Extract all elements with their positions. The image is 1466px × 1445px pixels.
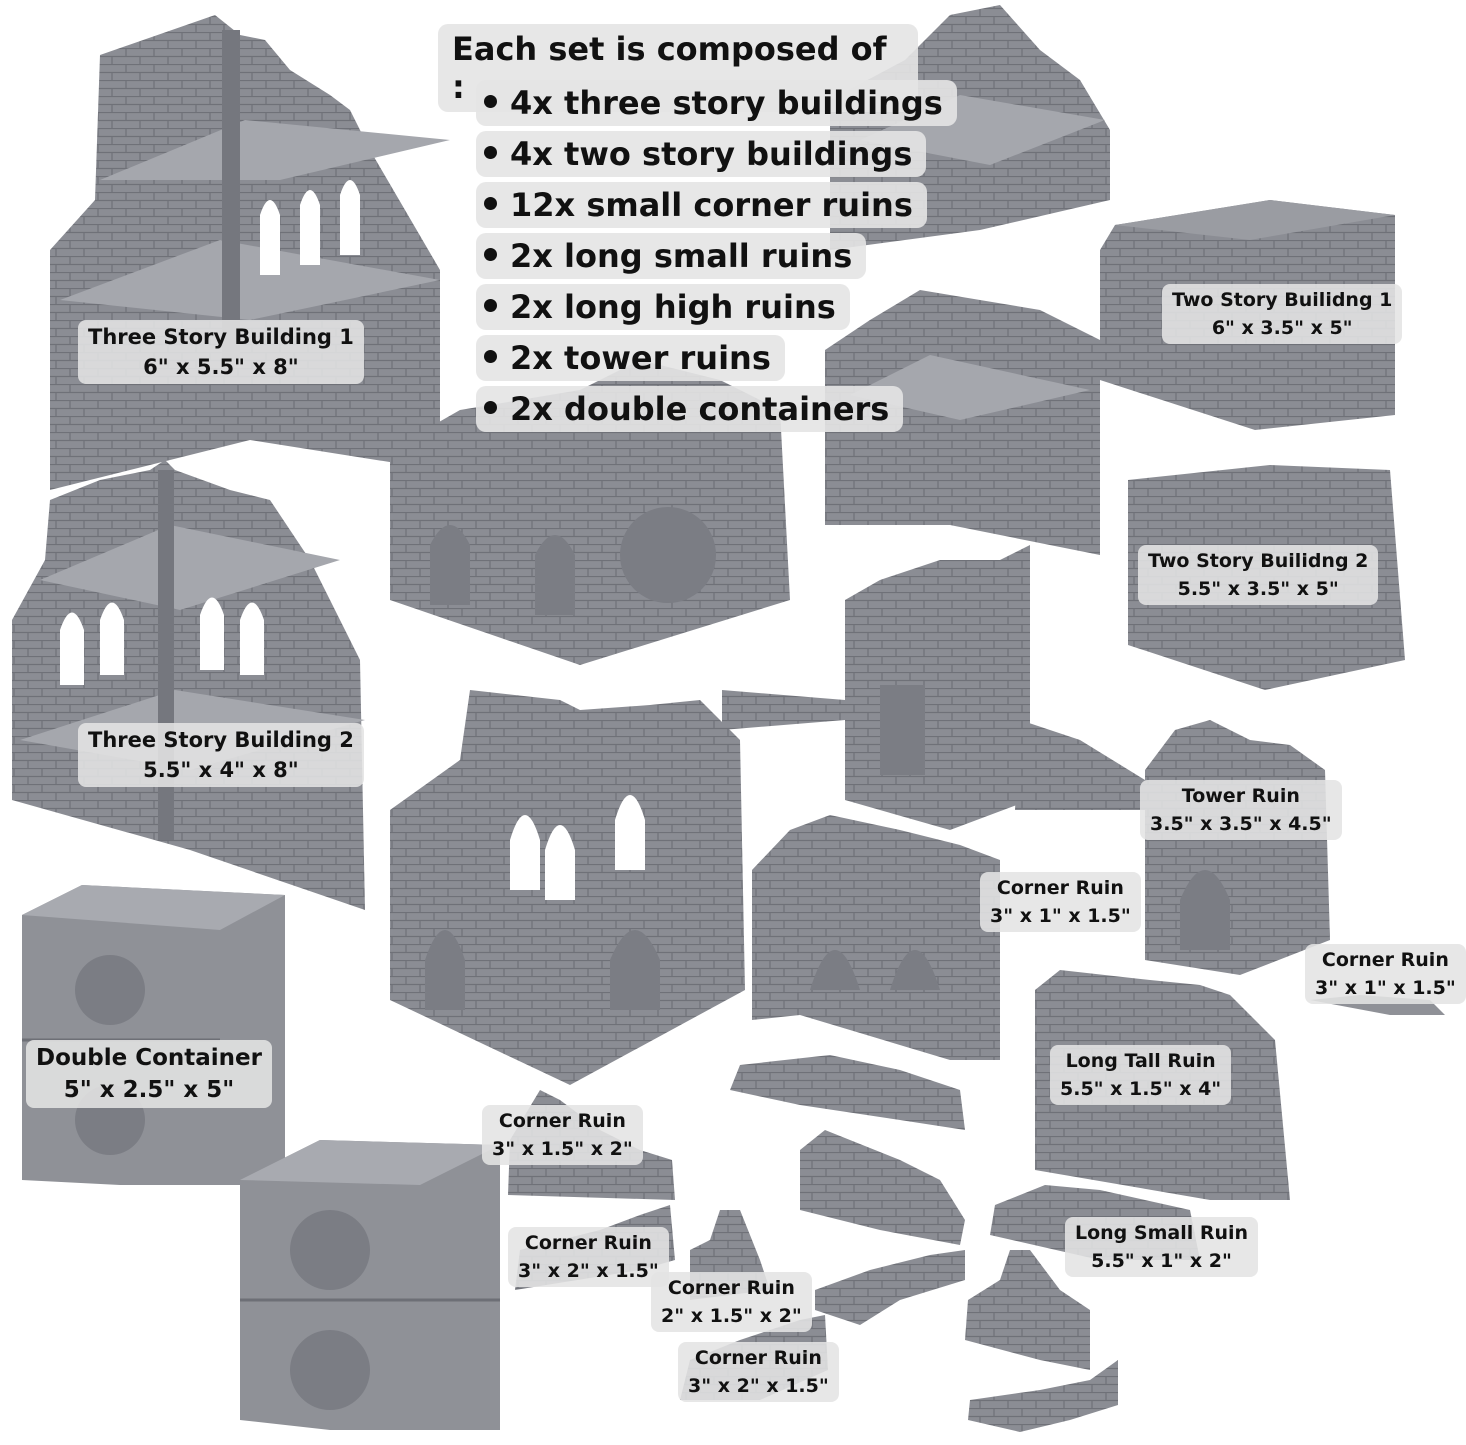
label-corner-ruin-e: Corner Ruin 2" x 1.5" x 2" [651, 1272, 812, 1332]
bullet-icon [484, 248, 497, 261]
set-contents-box: Each set is composed of : 4x three story… [438, 24, 957, 432]
bullet-icon [484, 197, 497, 210]
label-name: Corner Ruin [524, 1232, 652, 1254]
label-double-container: Double Container 5" x 2.5" x 5" [26, 1040, 272, 1108]
label-name: Tower Ruin [1181, 785, 1300, 807]
label-dims: 3" x 2" x 1.5" [688, 1375, 829, 1397]
double-container-1-model [22, 885, 285, 1185]
double-container-2-model [240, 1140, 500, 1430]
middle-corner-building-model [825, 290, 1100, 555]
label-dims: 3" x 1" x 1.5" [990, 905, 1131, 927]
label-dims: 3" x 2" x 1.5" [518, 1260, 659, 1282]
tower-model [722, 545, 1145, 830]
label-dims: 5.5" x 1.5" x 4" [1060, 1078, 1222, 1100]
list-item: 4x two story buildings [476, 131, 927, 177]
label-dims: 5.5" x 3.5" x 5" [1177, 578, 1339, 600]
label-corner-ruin-c: Corner Ruin 3" x 1.5" x 2" [482, 1105, 643, 1165]
label-name: Double Container [36, 1045, 262, 1071]
label-long-small-ruin: Long Small Ruin 5.5" x 1" x 2" [1065, 1217, 1259, 1277]
label-three-story-building-1: Three Story Building 1 6" x 5.5" x 8" [78, 320, 364, 384]
label-name: Three Story Building 1 [88, 325, 354, 349]
label-dims: 5.5" x 4" x 8" [143, 758, 299, 782]
label-dims: 3.5" x 3.5" x 4.5" [1150, 813, 1332, 835]
label-name: Two Story Builidng 2 [1148, 550, 1369, 572]
label-dims: 3" x 1" x 1.5" [1315, 977, 1456, 999]
label-name: Corner Ruin [498, 1110, 626, 1132]
small-ruins-models [508, 995, 1445, 1432]
label-corner-ruin-f: Corner Ruin 3" x 2" x 1.5" [678, 1342, 839, 1402]
label-corner-ruin-b: Corner Ruin 3" x 1" x 1.5" [1305, 944, 1466, 1004]
label-name: Corner Ruin [996, 877, 1124, 899]
list-item: 2x tower ruins [476, 335, 785, 381]
label-dims: 3" x 1.5" x 2" [492, 1138, 633, 1160]
list-item: 2x double containers [476, 386, 904, 432]
label-three-story-building-2: Three Story Building 2 5.5" x 4" x 8" [78, 723, 364, 787]
label-corner-ruin-a: Corner Ruin 3" x 1" x 1.5" [980, 872, 1141, 932]
bullet-icon [484, 401, 497, 414]
label-dims: 2" x 1.5" x 2" [661, 1305, 802, 1327]
label-two-story-building-2: Two Story Builidng 2 5.5" x 3.5" x 5" [1138, 545, 1379, 605]
label-name: Three Story Building 2 [88, 728, 354, 752]
label-dims: 5" x 2.5" x 5" [63, 1077, 235, 1103]
label-name: Two Story Builidng 1 [1172, 289, 1393, 311]
label-tower-ruin: Tower Ruin 3.5" x 3.5" x 4.5" [1140, 780, 1342, 840]
tower-ruin-model [1145, 720, 1330, 975]
set-contents-list: 4x three story buildings 4x two story bu… [476, 80, 957, 437]
label-dims: 5.5" x 1" x 2" [1091, 1250, 1232, 1272]
bullet-icon [484, 146, 497, 159]
central-building-model [390, 360, 790, 665]
label-long-tall-ruin: Long Tall Ruin 5.5" x 1.5" x 4" [1050, 1045, 1232, 1105]
label-two-story-building-1: Two Story Builidng 1 6" x 3.5" x 5" [1162, 284, 1403, 344]
bullet-icon [484, 95, 497, 108]
list-item: 4x three story buildings [476, 80, 957, 126]
label-name: Long Small Ruin [1075, 1222, 1249, 1244]
label-name: Long Tall Ruin [1065, 1050, 1216, 1072]
label-name: Corner Ruin [667, 1277, 795, 1299]
list-item: 2x long high ruins [476, 284, 850, 330]
label-dims: 6" x 5.5" x 8" [143, 355, 299, 379]
bullet-icon [484, 350, 497, 363]
central-tall-building-model [390, 690, 745, 1085]
label-corner-ruin-d: Corner Ruin 3" x 2" x 1.5" [508, 1227, 669, 1287]
label-name: Corner Ruin [694, 1347, 822, 1369]
label-name: Corner Ruin [1321, 949, 1449, 971]
long-high-ruin-model [752, 815, 1000, 1060]
list-item: 2x long small ruins [476, 233, 867, 279]
bullet-icon [484, 299, 497, 312]
three-story-building-2-model [12, 460, 365, 910]
three-story-building-1-model [50, 15, 450, 490]
label-dims: 6" x 3.5" x 5" [1211, 317, 1353, 339]
list-item: 12x small corner ruins [476, 182, 927, 228]
